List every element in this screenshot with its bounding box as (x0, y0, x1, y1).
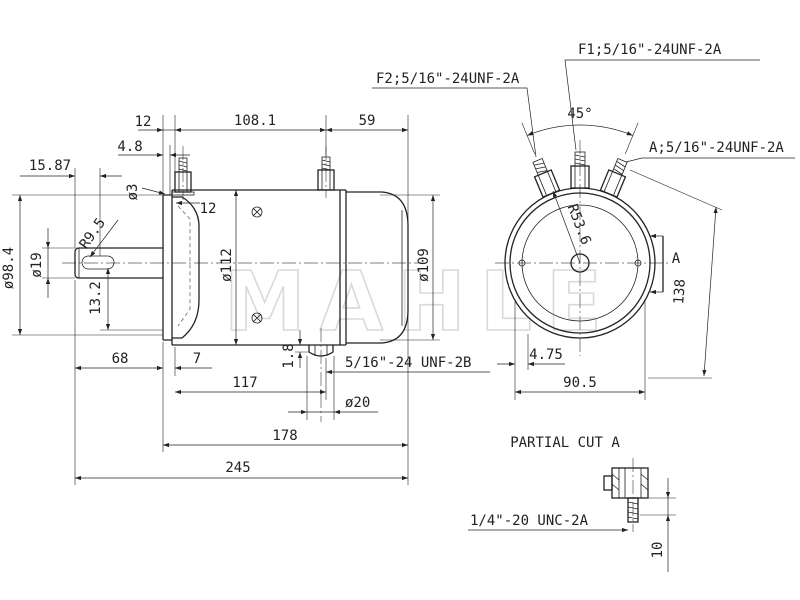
partial-cut-stud (627, 497, 639, 523)
body-bolt (251, 312, 263, 324)
dim-117-label: 117 (232, 375, 257, 391)
mahle-watermark: MAHLE (224, 255, 616, 350)
dim-1-8-label: 1.8 (281, 343, 297, 368)
dimension-10: 10 (640, 478, 676, 572)
end-cap-outline (346, 191, 409, 344)
radius-dimension: R53.6 (552, 190, 594, 264)
dim-o98-4-label: ø98.4 (1, 247, 17, 289)
body-bolt (251, 206, 263, 218)
partial-cut-nut (603, 467, 649, 499)
dimension-o109: ø109 (380, 194, 440, 341)
dimension-bottom-extensions (74, 280, 409, 485)
dimension-top-row: 12 108.1 59 (135, 113, 409, 226)
dim-108-1-label: 108.1 (234, 113, 276, 129)
dimension-7: 7 (175, 351, 212, 371)
section-mark-a: A (650, 233, 681, 295)
dim-7-label: 7 (193, 351, 201, 367)
dimension-245: 245 (75, 460, 408, 481)
dim-12-label: 12 (135, 114, 152, 130)
dimension-4-8: 4.8 (117, 139, 190, 195)
thread-bottom-label: 5/16"-24 UNF-2B (345, 355, 471, 371)
dimension-r9-5: R9.5 (77, 215, 119, 258)
dimension-15-87: 15.87 (20, 158, 122, 256)
dim-r9-5-label: R9.5 (77, 215, 109, 252)
hub-circle (570, 253, 590, 273)
dim-4-75-label: 4.75 (529, 347, 563, 363)
partial-cut-a: PARTIAL CUT A 1/4"-20 UNC-2A 10 (468, 435, 676, 572)
dim-o112-label: ø112 (219, 248, 235, 282)
end-view: 45° F2;5/16"-24UNF-2A F1;5/16"-24UNF-2A … (372, 42, 795, 400)
dim-12-flange-label: 12 (200, 201, 217, 217)
dim-13-2-label: 13.2 (88, 281, 104, 315)
callout-f2: F2;5/16"-24UNF-2A (372, 71, 537, 158)
angle-label: 45° (567, 106, 592, 122)
terminal-f1-label: F1;5/16"-24UNF-2A (578, 42, 722, 58)
terminal-stud-rear (317, 156, 335, 191)
terminal-stud-bottom (308, 345, 334, 357)
dimension-1-8: 1.8 (281, 330, 309, 369)
dim-o3-label: ø3 (125, 184, 141, 201)
callout-f1: F1;5/16"-24UNF-2A (564, 42, 760, 151)
mounting-hole (518, 259, 526, 267)
dim-245-label: 245 (225, 460, 250, 476)
dimension-178: 178 (163, 428, 408, 448)
side-view: 12 108.1 59 4.8 15.87 ø3 12 R9.5 (1, 113, 490, 485)
terminal-stud-f1 (570, 151, 590, 189)
dim-68-label: 68 (112, 351, 129, 367)
thread-callout-bottom: 5/16"-24 UNF-2B (326, 355, 490, 375)
motor-body-outline (172, 189, 347, 346)
dimension-o19: ø19 (29, 228, 75, 298)
dimension-90-5: 90.5 (515, 300, 646, 400)
terminal-f2-label: F2;5/16"-24UNF-2A (376, 71, 520, 87)
dim-o109-label: ø109 (416, 248, 432, 282)
radius-label: R53.6 (564, 202, 594, 247)
end-cap-ring (509, 192, 651, 334)
section-mark-label: A (672, 251, 681, 267)
dimension-o20: ø20 (288, 395, 378, 415)
dim-90-5-label: 90.5 (563, 375, 597, 391)
dim-59-label: 59 (359, 113, 376, 129)
dimension-o98-4: ø98.4 (1, 194, 163, 336)
dimension-138: 138 (629, 169, 723, 379)
flange-plate (162, 190, 173, 345)
flange-housing (172, 196, 200, 339)
dimension-4-75: 4.75 (497, 300, 565, 400)
dim-138-label: 138 (671, 279, 689, 305)
dimension-o3: ø3 (125, 184, 166, 201)
dim-o19-label: ø19 (29, 252, 45, 277)
dimension-117: 117 (175, 375, 326, 395)
end-cap-inner-circle (521, 204, 639, 322)
shaft (74, 247, 163, 279)
mounting-hole (634, 259, 642, 267)
angle-dimension: 45° (521, 106, 639, 155)
thread-callout-partial: 1/4"-20 UNC-2A (468, 513, 628, 533)
dim-15-87-label: 15.87 (29, 158, 71, 174)
dim-10-label: 10 (650, 542, 666, 559)
dim-o20-label: ø20 (345, 395, 370, 411)
partial-thread-label: 1/4"-20 UNC-2A (470, 513, 589, 529)
dimension-o112: ø112 (219, 190, 239, 345)
dim-178-label: 178 (272, 428, 297, 444)
dim-4-8-label: 4.8 (117, 139, 142, 155)
dimension-12-flange: 12 (176, 200, 217, 217)
partial-cut-title: PARTIAL CUT A (510, 435, 620, 451)
terminal-stud-a (599, 158, 628, 199)
callout-a: A;5/16"-24UNF-2A (625, 140, 795, 163)
flange-hidden-line (177, 205, 191, 327)
keyway (81, 255, 115, 270)
dimension-13-2: 13.2 (88, 268, 163, 331)
terminal-stud-f2 (532, 158, 561, 199)
dimension-68: 68 (75, 351, 163, 371)
terminal-a-label: A;5/16"-24UNF-2A (649, 140, 784, 156)
